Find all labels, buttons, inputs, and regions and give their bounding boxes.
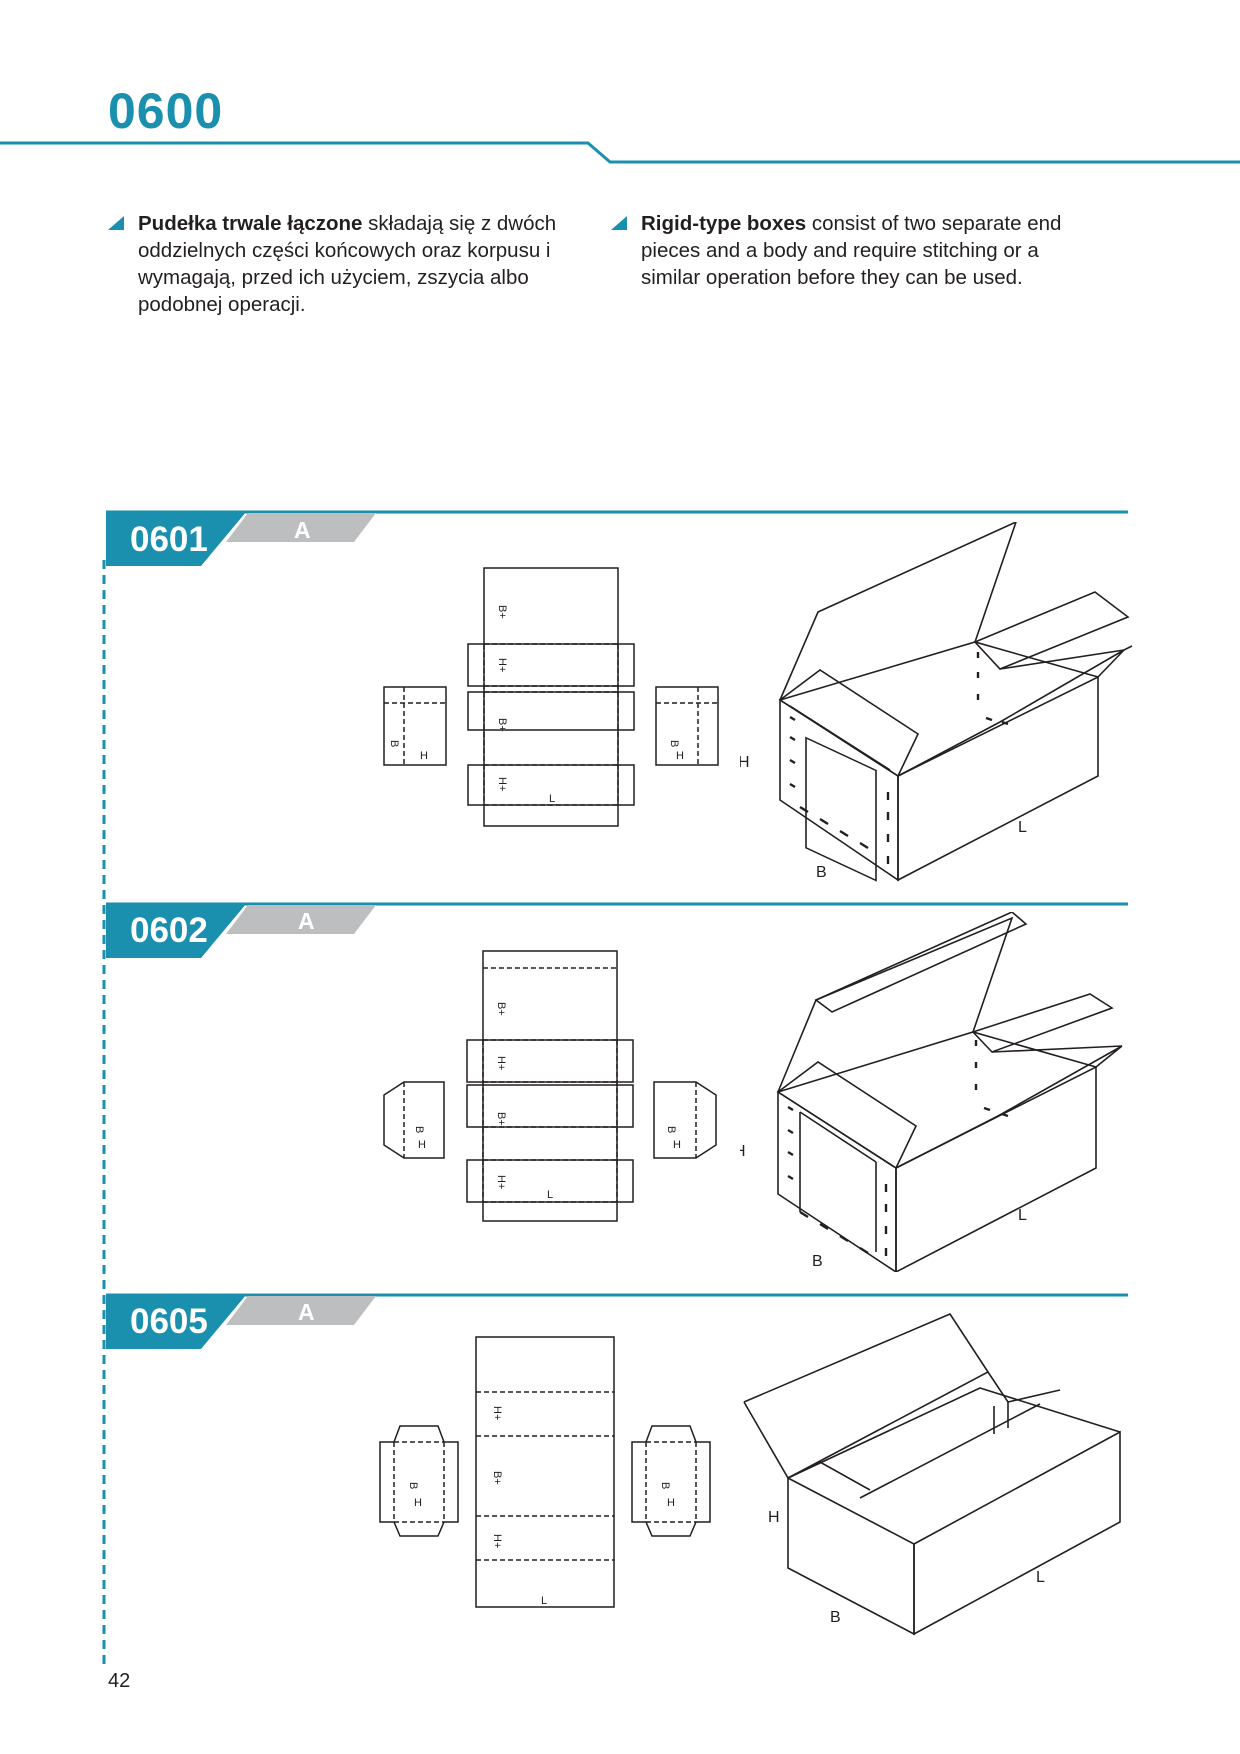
label-height-plus: H+ <box>496 658 508 672</box>
section-0602-flat-layout: B+ H+ B+ H+ L B H B H <box>383 950 717 1222</box>
label-height-plus: H+ <box>491 1534 503 1548</box>
label-width: B <box>812 1253 823 1270</box>
label-height-plus: H+ <box>496 777 508 791</box>
label-length: L <box>1018 1207 1027 1224</box>
section-0605-box-drawing: H B L <box>743 1313 1121 1636</box>
section-0602-grade: A <box>298 908 315 934</box>
label-length: L <box>541 1595 547 1607</box>
description-polish: Pudełka trwale łączone składają się z dw… <box>108 210 578 318</box>
section-0602-box-drawing: H B L <box>740 912 1123 1272</box>
label-height: H <box>740 1143 746 1160</box>
label-height: H <box>420 750 428 762</box>
label-width: B <box>413 1126 425 1133</box>
label-width-plus: B+ <box>496 605 508 619</box>
label-height: H <box>418 1139 426 1151</box>
label-length: L <box>1018 819 1027 836</box>
label-width: B <box>407 1482 419 1489</box>
description-english: Rigid-type boxes consist of two separate… <box>611 210 1081 291</box>
label-width-plus: B+ <box>491 1471 503 1485</box>
description-polish-text: składają się z dwóch oddzielnych części … <box>138 212 557 316</box>
section-0602-header <box>106 902 1128 958</box>
label-height: H <box>676 750 684 762</box>
section-0602-code: 0602 <box>130 911 208 950</box>
label-height: H <box>667 1497 675 1509</box>
header-rule <box>0 141 1240 164</box>
label-height: H <box>768 1509 780 1526</box>
label-height-plus: H+ <box>495 1056 507 1070</box>
label-length: L <box>1036 1569 1045 1586</box>
page-title: 0600 <box>108 83 224 139</box>
description-english-bold: Rigid-type boxes <box>641 212 807 235</box>
margin-dashed-line <box>102 560 106 1665</box>
section-0601-box-drawing: H B L <box>740 522 1133 882</box>
label-length: L <box>549 793 555 805</box>
label-width: B <box>830 1609 841 1626</box>
label-width-plus: B+ <box>496 718 508 732</box>
section-0601-grade: A <box>294 517 311 543</box>
label-height: H <box>740 754 750 771</box>
description-polish-bold: Pudełka trwale łączone <box>138 212 363 235</box>
description-english-text: consist of two separate end pieces and a… <box>641 212 1062 289</box>
label-height-plus: H+ <box>495 1175 507 1189</box>
page-number: 42 <box>108 1670 131 1692</box>
label-width: B <box>668 740 680 747</box>
label-width: B <box>659 1482 671 1489</box>
section-0601-code: 0601 <box>130 520 208 559</box>
section-0605-flat-layout: H+ B+ H+ L B H B H <box>379 1336 711 1608</box>
section-0605-code: 0605 <box>130 1302 208 1341</box>
label-width-plus: B+ <box>495 1002 507 1016</box>
section-0605-grade: A <box>298 1299 315 1325</box>
section-0601-flat-layout: B+ H+ B+ H+ L B H B H <box>383 567 719 827</box>
section-0605-header <box>106 1293 1128 1349</box>
label-height: H <box>673 1139 681 1151</box>
label-width: B <box>388 740 400 747</box>
triangle-bullet-icon <box>108 216 124 230</box>
label-width: B <box>816 864 827 881</box>
triangle-bullet-icon <box>611 216 627 230</box>
section-0601-header <box>106 510 1128 566</box>
label-length: L <box>547 1189 553 1201</box>
label-height-plus: H+ <box>491 1406 503 1420</box>
label-height: H <box>414 1497 422 1509</box>
label-width-plus: B+ <box>495 1112 507 1126</box>
label-width: B <box>665 1126 677 1133</box>
